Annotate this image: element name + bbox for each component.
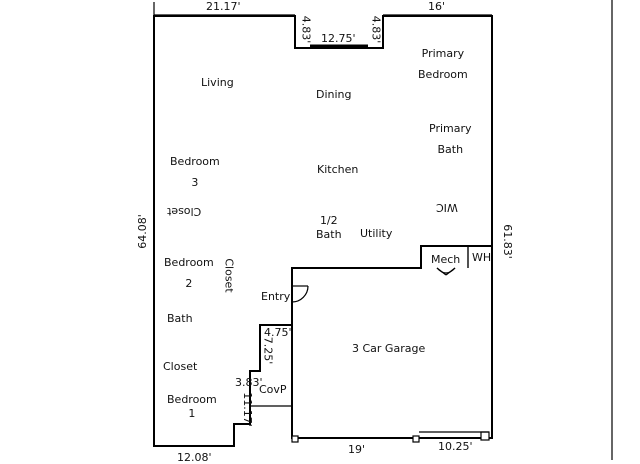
room-label-bath: Bath [167, 312, 193, 325]
room-label-wic: WIC [436, 201, 458, 214]
room-label-line: Bath [316, 228, 342, 241]
room-label-utility: Utility [360, 227, 393, 240]
room-label-line: Bedroom [170, 155, 220, 168]
room-label-bedroom-2: Bedroom 2 [164, 256, 214, 290]
room-label-line: Bedroom [164, 256, 214, 269]
dimension-bay-depth-right: 4.83' [369, 15, 383, 44]
dimension-top-left: 21.17' [206, 0, 241, 13]
room-label-bedroom-1: Bedroom 1 [167, 393, 217, 420]
room-label-line: Primary [421, 47, 465, 60]
dimension-left-depth: 64.08' [135, 214, 149, 249]
garage-post [412, 435, 420, 443]
room-label-line: Primary [429, 122, 472, 135]
room-label-living: Living [201, 76, 234, 89]
room-label-dining: Dining [316, 88, 352, 101]
room-label-line: Bedroom [418, 68, 468, 81]
room-label-line: Bedroom [167, 393, 217, 406]
room-label-primary-bath: Primary Bath [429, 122, 472, 156]
room-label-entry: Entry [261, 290, 291, 303]
room-label-closet-upper: Closet [167, 205, 202, 218]
room-label-line: 2 [185, 277, 193, 290]
dimension-covp-step: 3.83' [235, 376, 263, 389]
dimension-garage-width: 19' [348, 443, 366, 456]
room-label-closet-side: Closet [222, 258, 236, 293]
dimension-bay-width: 12.75' [321, 32, 356, 45]
dimension-top-right: 16' [428, 0, 446, 13]
room-label-half-bath: 1/2 Bath [316, 214, 342, 241]
room-label-wh: WH [472, 251, 492, 264]
dimension-entry-depth: 7.25' [261, 336, 275, 365]
entry-door-arc [291, 285, 309, 303]
room-label-line: 3 [191, 176, 199, 189]
room-label-primary-bedroom: Primary Bedroom [418, 47, 468, 81]
garage-wall [291, 246, 493, 439]
room-label-garage: 3 Car Garage [352, 342, 426, 355]
room-label-closet-lower: Closet [163, 360, 198, 373]
room-label-bedroom-3: Bedroom 3 [170, 155, 220, 189]
dimension-bay-depth-left: 4.83' [299, 15, 313, 44]
room-label-covp: CovP [259, 383, 287, 396]
room-label-line: 1/2 [319, 214, 338, 227]
garage-post [480, 431, 490, 441]
dimension-bottom-left: 12.08' [177, 451, 212, 464]
room-label-kitchen: Kitchen [317, 163, 359, 176]
dimension-covp-depth: 11.17' [240, 392, 254, 427]
garage-post [291, 435, 299, 443]
dimension-entry-step: 4.75' [264, 326, 292, 339]
room-label-mech: Mech [431, 253, 461, 266]
dimension-garage-right: 10.25' [438, 440, 473, 453]
room-label-line: Bath [437, 143, 464, 156]
dimension-right-depth: 61.83' [500, 224, 514, 259]
room-label-line: 1 [188, 407, 196, 420]
